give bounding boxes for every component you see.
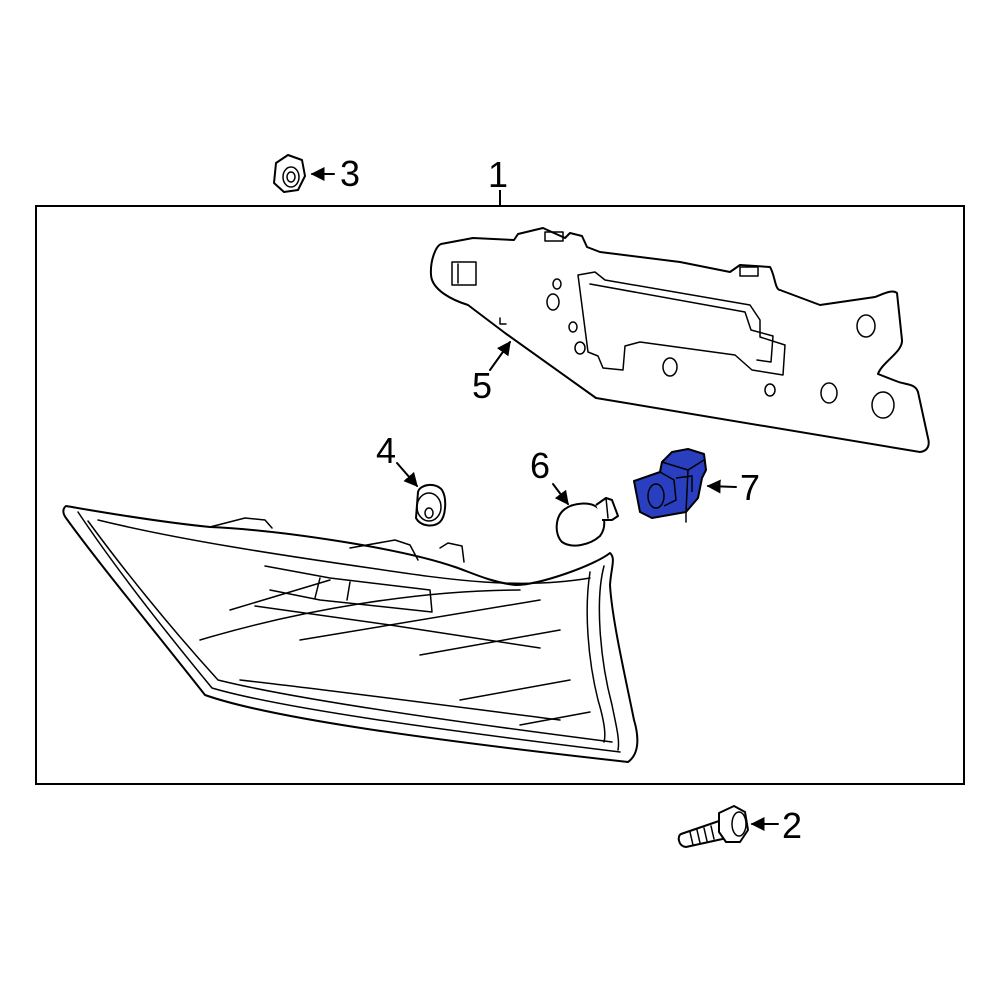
callout-7[interactable]: 7 <box>740 467 760 508</box>
grommet-part-4[interactable] <box>396 462 447 527</box>
callout-2[interactable]: 2 <box>782 805 802 846</box>
socket-part-7[interactable] <box>633 448 737 523</box>
bolt-part-2[interactable] <box>677 805 779 848</box>
callout-3[interactable]: 3 <box>340 153 360 194</box>
bulb-part-6[interactable] <box>552 483 619 547</box>
callout-6[interactable]: 6 <box>530 445 550 486</box>
housing-bracket-part-5[interactable] <box>429 227 930 453</box>
callout-1[interactable]: 1 <box>488 154 508 195</box>
tail-lamp-lens-part-1[interactable] <box>62 505 639 763</box>
nut-part-3[interactable] <box>273 154 335 193</box>
callout-4[interactable]: 4 <box>376 430 396 471</box>
callout-5[interactable]: 5 <box>472 365 492 406</box>
